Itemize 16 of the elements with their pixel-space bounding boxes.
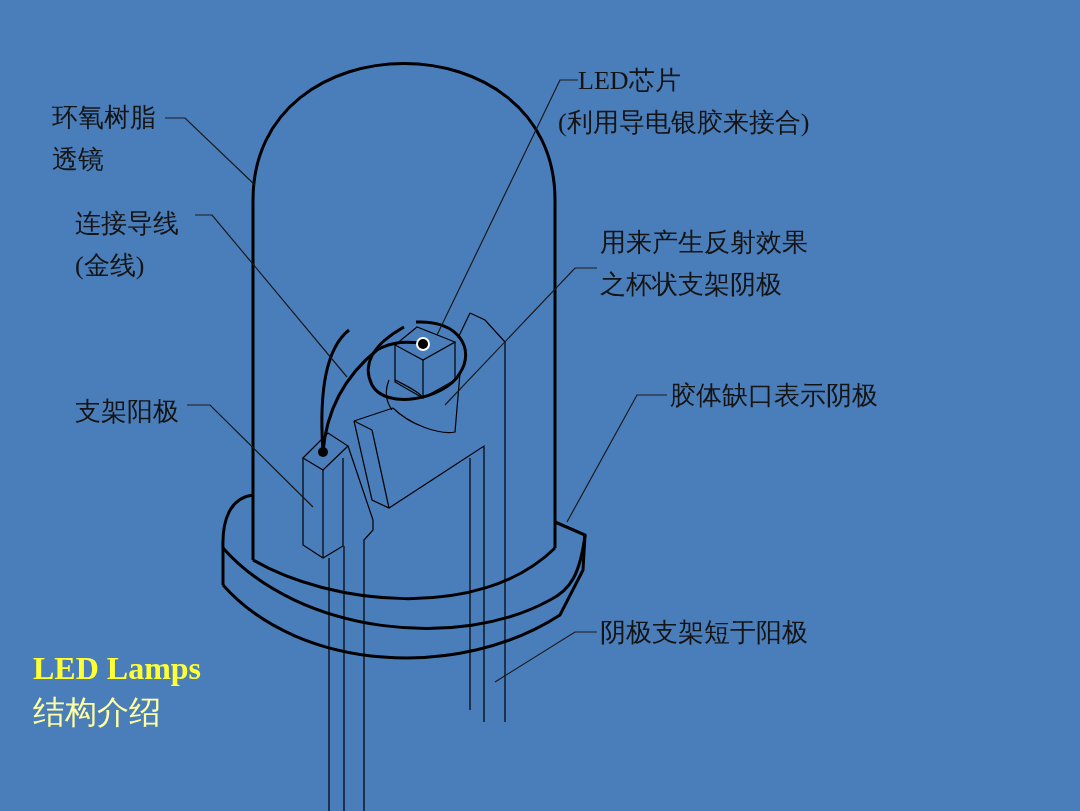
callout-label: LED芯片 (利用导电银胶来接合) [558,60,828,144]
leader-line [194,214,348,378]
callout-label: 环氧树脂透镜 [52,97,162,181]
title: LED Lamps [33,649,202,688]
leader-line [436,79,579,336]
leader-line [444,267,598,406]
leader-line [566,394,668,523]
subtitle: 结构介绍 [33,693,161,732]
leader-line [186,404,314,508]
callout-label: 连接导线 (金线) [75,203,195,287]
callout-label: 用来产生反射效果之杯状支架阴极 [600,222,815,306]
callout-label: 阴极支架短于阳极 [600,612,808,654]
leader-line [494,631,598,683]
callout-label: 胶体缺口表示阴极 [670,375,878,417]
callout-label: 支架阳极 [75,391,179,433]
leader-line [164,117,256,186]
